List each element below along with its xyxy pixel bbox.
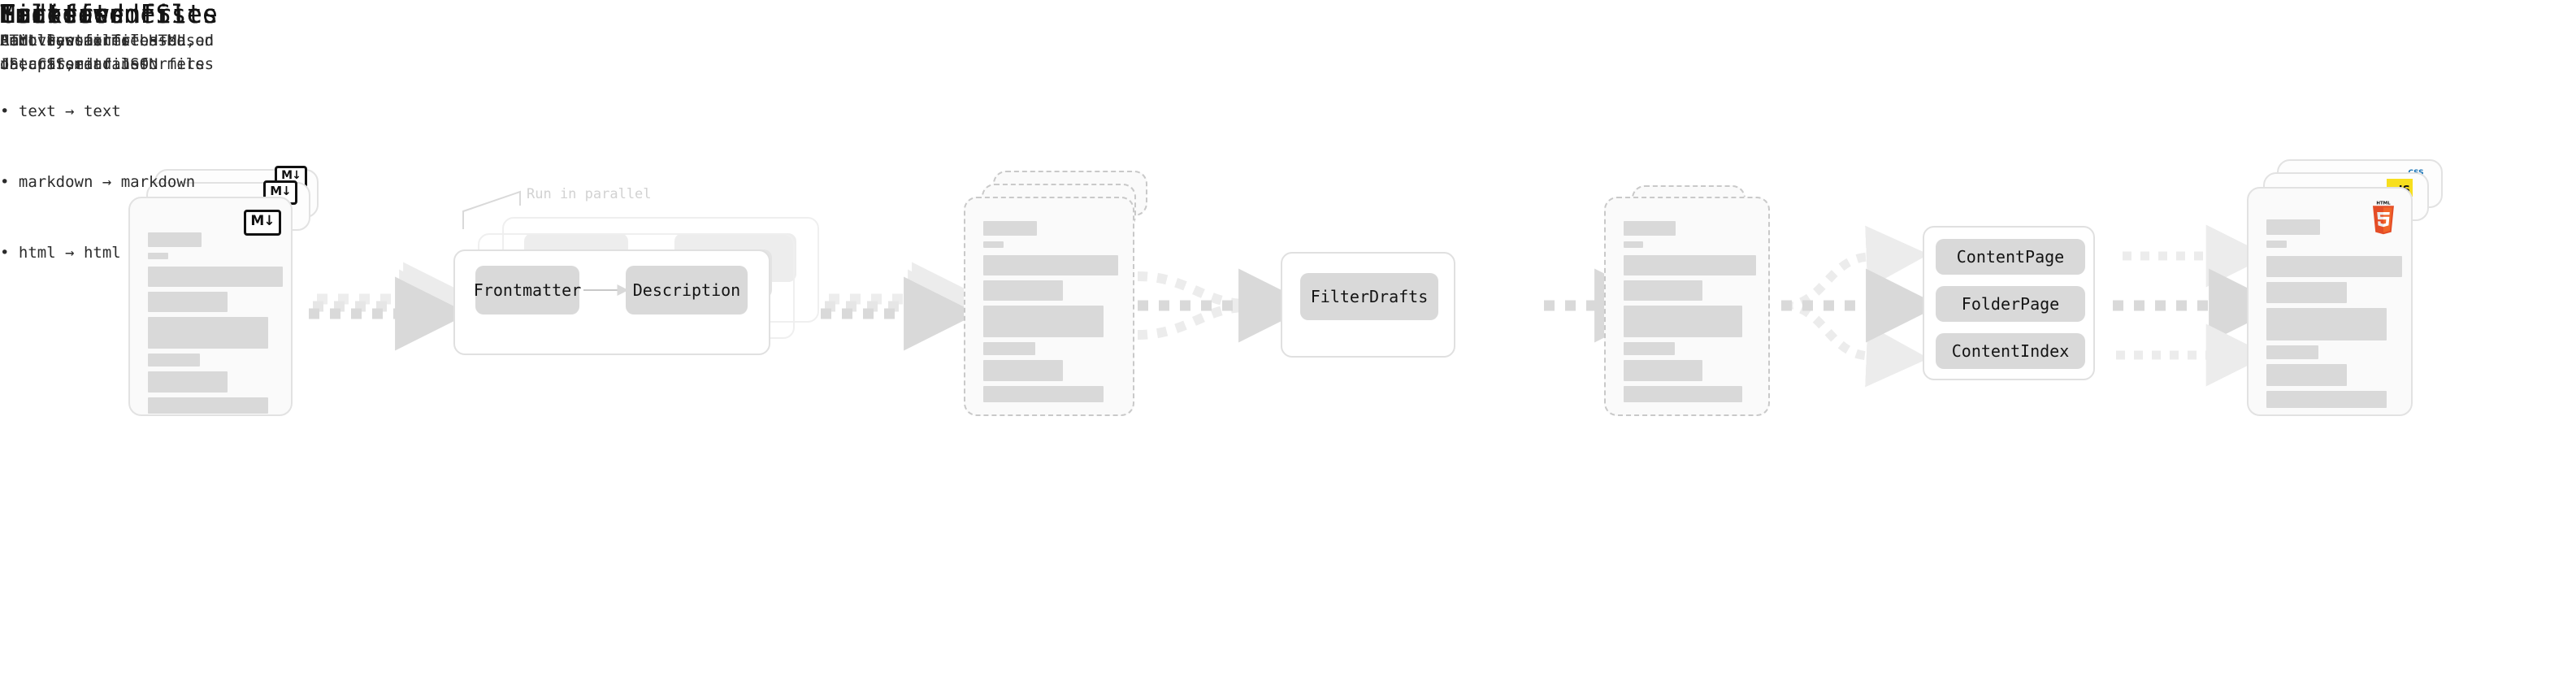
bullet-label: html → html [18,244,121,262]
doc-bar [983,342,1035,355]
doc-bar [1624,255,1756,275]
doc-bar [983,241,1004,248]
chip-frontmatter[interactable]: Frontmatter [474,266,581,314]
doc-bar [983,306,1104,337]
doc-bar [1624,360,1702,381]
filtered-card-front [1604,197,1770,416]
transformer-box-front[interactable]: Frontmatter Description [453,249,770,355]
arrow-modified-to-filters [1137,268,1313,343]
bullet-label: markdown → markdown [18,173,196,191]
site-card-front: HTML [2247,187,2413,416]
stage-title-emitters: Emitters [0,0,125,29]
doc-bar [148,292,228,312]
stage-filtered-files: Filtered files [0,0,1770,416]
bullet-label: text → text [18,102,121,120]
filters-box[interactable]: FilterDrafts [1281,252,1455,358]
doc-bar [148,253,168,259]
doc-bar [1624,342,1675,355]
doc-bar [2266,308,2387,340]
doc-bar [1624,306,1742,337]
stage-emitters: ContentPage FolderPage ContentIndex Emit… [0,0,2095,380]
stage-modified-files: Modified files HTML Syntax Tree + data f… [0,0,1147,416]
markdown-card-front: M↓ [128,197,293,416]
bullet-dot: • [0,102,19,120]
doc-bar [2266,256,2402,277]
transformers-bullets: • text → text • markdown → markdown • ht… [0,53,195,288]
arrow-markdown-to-transformers [309,262,478,351]
doc-bar [1624,241,1643,248]
doc-bar [983,280,1063,301]
modified-card-front [964,197,1134,416]
bullet-item: • markdown → markdown [0,147,195,194]
doc-bar [2266,345,2318,359]
doc-bar [2266,219,2320,235]
stage-title-modified-files: Modified files [0,0,219,29]
doc-bar [148,371,228,393]
stage-title-generated-site: Generated Site [0,0,219,29]
bullet-dot: • [0,173,19,191]
stage-title-markdown-files: Markdown Files [0,0,219,29]
stage-title-filtered-files: Filtered files [0,0,219,29]
chip-contentpage[interactable]: ContentPage [1936,239,2085,275]
svg-text:HTML: HTML [2376,201,2391,206]
doc-bar [148,354,200,367]
markdown-badge: M↓ [244,210,281,236]
doc-bar [2266,241,2287,248]
doc-bar [983,360,1063,381]
doc-bar [2266,364,2347,386]
bullet-item: • text → text [0,76,195,124]
stage-markdown-files: M↓ M↓ M↓ Markdown Files [0,0,319,416]
doc-bar [148,267,283,287]
chip-folderpage[interactable]: FolderPage [1936,286,2085,322]
doc-bar [148,232,202,247]
modified-files-caption: HTML Syntax Tree + data from transformer… [0,32,205,73]
arrow-emitters-to-site [2113,224,2283,387]
doc-bar [1624,280,1702,301]
doc-bar [148,317,268,349]
run-in-parallel-label: Run in parallel [527,186,652,202]
stage-title-filters: Filters [0,0,110,29]
chip-description[interactable]: Description [626,266,748,314]
stage-generated-site: CSS JS HTML Generated Site [0,0,2443,416]
arrow-filtered-to-emitters [1781,225,1941,388]
doc-bar [983,221,1037,236]
html5-icon: HTML [2372,201,2394,235]
transformers-caption: Can transform: [0,32,131,50]
doc-bar [1624,221,1676,236]
filters-caption: Remove some files based on criteria [0,32,215,73]
doc-bar [2266,391,2387,408]
stage-filters: FilterDrafts Filters Remove some files b… [0,0,1455,358]
stage-transformers: Run in parallel Frontmatter Description … [0,0,819,355]
doc-bar [148,397,268,414]
doc-bar [983,386,1104,402]
bullet-dot: • [0,244,19,262]
emitters-caption: Emit new files based on the parsed files [0,32,215,73]
doc-bar [1624,386,1742,402]
bullet-item: • html → html [0,218,195,265]
doc-bar [983,255,1118,275]
stage-title-transformers: Transformers [0,0,187,29]
doc-bar [2266,282,2347,303]
chip-contentindex[interactable]: ContentIndex [1936,333,2085,369]
generated-site-caption: A collection of HTML, JS, CSS, and JSON … [0,32,215,73]
chip-filterdrafts[interactable]: FilterDrafts [1300,273,1438,320]
emitters-box[interactable]: ContentPage FolderPage ContentIndex [1923,226,2095,380]
arrow-transformers-to-modified [821,262,987,351]
